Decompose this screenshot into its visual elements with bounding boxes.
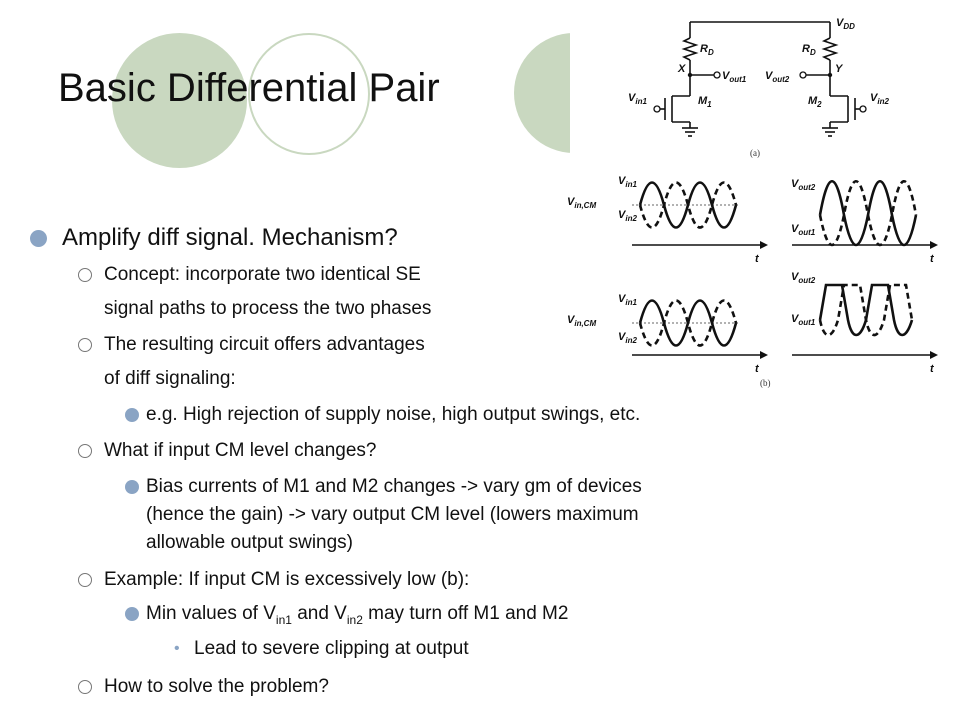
- svg-text:t: t: [930, 363, 935, 375]
- bullet-small: •: [174, 640, 180, 657]
- bullet-level4: Lead to severe clipping at output: [194, 638, 469, 659]
- svg-text:X: X: [677, 63, 686, 75]
- bullet-ring: [78, 573, 92, 587]
- svg-text:Vin2: Vin2: [870, 92, 889, 106]
- bullet-ring: [78, 680, 92, 694]
- bullet-level2: What if input CM level changes?: [104, 440, 377, 461]
- svg-text:Vout1: Vout1: [791, 313, 816, 327]
- svg-text:Vin2: Vin2: [618, 209, 637, 223]
- svg-text:t: t: [755, 363, 760, 375]
- svg-text:Vout1: Vout1: [722, 70, 747, 84]
- svg-text:Vout2: Vout2: [765, 70, 790, 84]
- svg-text:Vin1: Vin1: [628, 92, 647, 106]
- svg-text:(a): (a): [750, 148, 760, 158]
- svg-text:(b): (b): [760, 378, 771, 388]
- svg-text:RD: RD: [802, 43, 816, 57]
- bullet-level3-cont: (hence the gain) -> vary output CM level…: [146, 504, 639, 525]
- bullet-level2: Example: If input CM is excessively low …: [104, 569, 470, 590]
- figure-background: [570, 0, 960, 160]
- bullet-level3: e.g. High rejection of supply noise, hig…: [146, 404, 641, 425]
- bullet-level2: Concept: incorporate two identical SE: [104, 264, 421, 285]
- bullet-dot: [125, 607, 139, 621]
- svg-text:M2: M2: [808, 95, 822, 109]
- bullet-dot: [125, 480, 139, 494]
- svg-text:Vin1: Vin1: [618, 175, 637, 189]
- bullet-level2-cont: of diff signaling:: [104, 368, 236, 389]
- svg-text:Vin2: Vin2: [618, 331, 637, 345]
- svg-text:M1: M1: [698, 95, 712, 109]
- bullet-dot: [30, 230, 47, 247]
- decorative-circle-outline: [248, 33, 370, 155]
- svg-text:Vout2: Vout2: [791, 178, 816, 192]
- bullet-level3: Min values of Vin1 and Vin2 may turn off…: [146, 603, 569, 627]
- bullet-ring: [78, 338, 92, 352]
- decorative-circle-filled: [112, 33, 247, 168]
- bullet-dot: [125, 408, 139, 422]
- circuit-schematic: VDD RD RD X Y Vout1 Vout2 Vin1 Vin2 M1 M…: [628, 17, 889, 158]
- slide-title: Basic Differential Pair: [58, 66, 440, 110]
- svg-text:Vin1: Vin1: [618, 293, 637, 307]
- svg-text:RD: RD: [700, 43, 714, 57]
- svg-text:VDD: VDD: [836, 17, 855, 31]
- svg-text:Vin,CM: Vin,CM: [567, 314, 596, 328]
- bullet-level3-cont: allowable output swings): [146, 532, 354, 553]
- svg-text:Vout2: Vout2: [791, 271, 816, 285]
- svg-text:Vout1: Vout1: [791, 223, 816, 237]
- svg-text:Vin,CM: Vin,CM: [567, 196, 596, 210]
- bullet-level3: Bias currents of M1 and M2 changes -> va…: [146, 476, 642, 497]
- bullet-ring: [78, 444, 92, 458]
- waveform-diagram: Vin1 Vin,CM Vin2 Vout2 Vout1 t t Vin1 Vi…: [567, 175, 938, 388]
- bullet-level2: How to solve the problem?: [104, 676, 329, 697]
- bullet-level2-cont: signal paths to process the two phases: [104, 298, 432, 319]
- svg-text:t: t: [930, 253, 935, 265]
- bullet-ring: [78, 268, 92, 282]
- bullet-level1: Amplify diff signal. Mechanism?: [62, 224, 398, 251]
- svg-text:t: t: [755, 253, 760, 265]
- bullet-level2: The resulting circuit offers advantages: [104, 334, 425, 355]
- svg-text:Y: Y: [835, 63, 844, 75]
